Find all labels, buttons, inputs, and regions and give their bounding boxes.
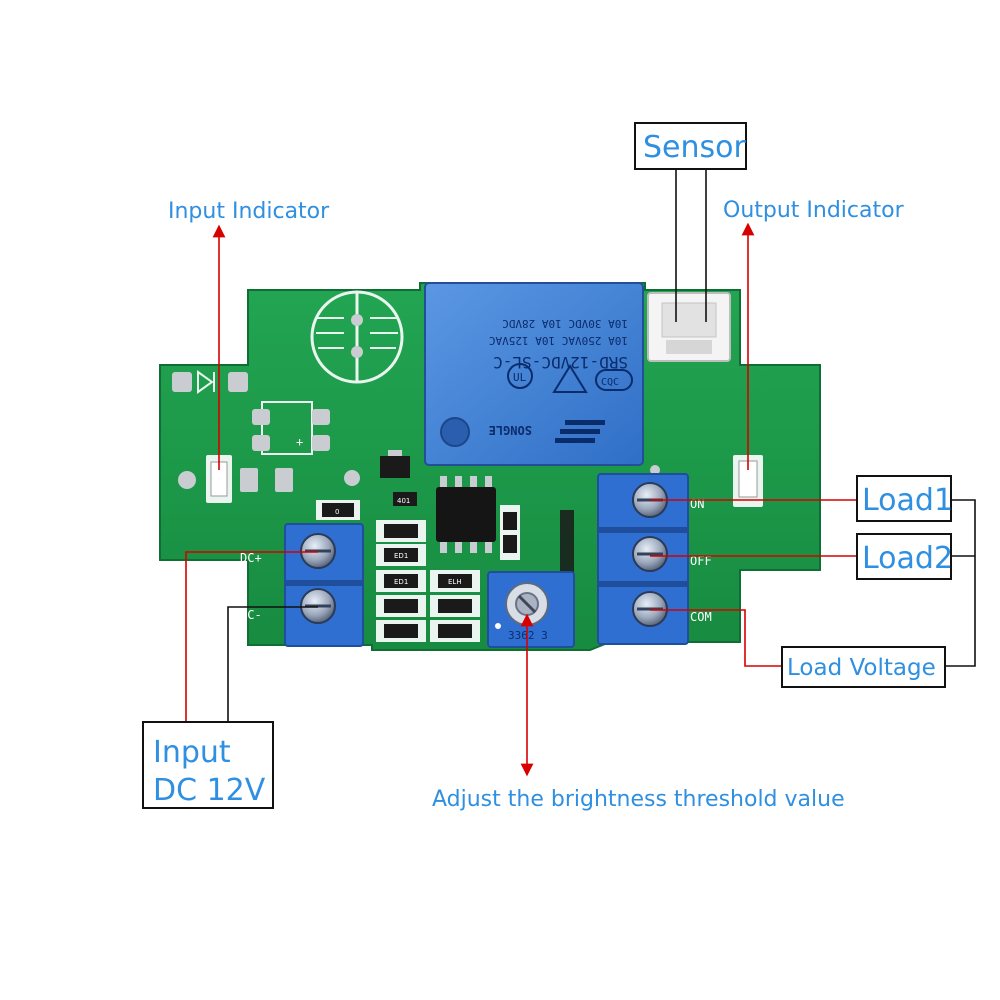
via <box>344 470 360 486</box>
pad <box>228 372 248 392</box>
load1-label-box: Load1 <box>856 475 953 522</box>
smd-label: 0 <box>335 508 339 516</box>
relay-pin-hole <box>440 417 470 447</box>
cap-footprint <box>261 401 313 455</box>
sensor-connector <box>647 292 731 362</box>
relay-cert-mark: CQC <box>601 377 619 388</box>
output-indicator-label: Output Indicator <box>723 198 905 223</box>
sensor-label-box: Sensor <box>634 122 747 170</box>
svg-text:UL: UL <box>513 371 527 384</box>
plus-mark: + <box>296 435 303 449</box>
triangle-cert-icon <box>552 364 588 393</box>
potentiometer[interactable]: 3362 3 <box>487 571 575 648</box>
ldr-sensor-icon <box>310 290 404 384</box>
relay: SRD-12VDC-SL-C 10A 250VAC 10A 125VAC 10A… <box>424 282 644 466</box>
input-indicator-label: Input Indicator <box>168 199 330 224</box>
relay-rating-dc: 10A 30VDC 10A 28VDC <box>502 317 628 330</box>
load2-label-box: Load2 <box>856 533 953 580</box>
relay-rating-ac: 10A 250VAC 10A 125VAC <box>489 334 628 347</box>
load1-label: Load1 <box>862 483 953 518</box>
input-label-line1: Input <box>153 735 231 770</box>
ul-mark-icon: UL <box>507 363 533 389</box>
leader-lines <box>185 170 976 777</box>
load2-label: Load2 <box>862 541 953 576</box>
smd-label: ED1 <box>394 552 408 560</box>
smd-label: ELH <box>448 578 462 586</box>
smd-label: ED1 <box>394 578 408 586</box>
smd-label: 401 <box>397 497 410 505</box>
via <box>178 471 196 489</box>
silk-on: ON <box>690 497 704 511</box>
songle-logo-icon <box>555 420 605 443</box>
silk-dc-minus: DC- <box>240 608 262 622</box>
silk-dc-plus: DC+ <box>240 551 262 565</box>
diode-symbol-icon <box>197 370 215 394</box>
load-voltage-label-box: Load Voltage <box>781 646 946 688</box>
silk-off: OFF <box>690 554 712 568</box>
load-voltage-label: Load Voltage <box>787 655 936 681</box>
transistor <box>380 456 410 478</box>
pad <box>172 372 192 392</box>
resistor-array: ED1 ED1 ELH <box>376 520 480 642</box>
adjust-threshold-label: Adjust the brightness threshold value <box>432 787 845 812</box>
input-terminal-block <box>284 523 364 647</box>
ic-chip <box>436 476 496 553</box>
relay-brand: SONGLE <box>489 423 532 437</box>
silk-com: COM <box>690 610 712 624</box>
input-label-line2: DC 12V <box>153 773 266 808</box>
pot-code: 3362 3 <box>508 629 548 642</box>
input-dc-label-box: Input DC 12V <box>142 721 274 809</box>
sensor-label: Sensor <box>643 130 746 165</box>
